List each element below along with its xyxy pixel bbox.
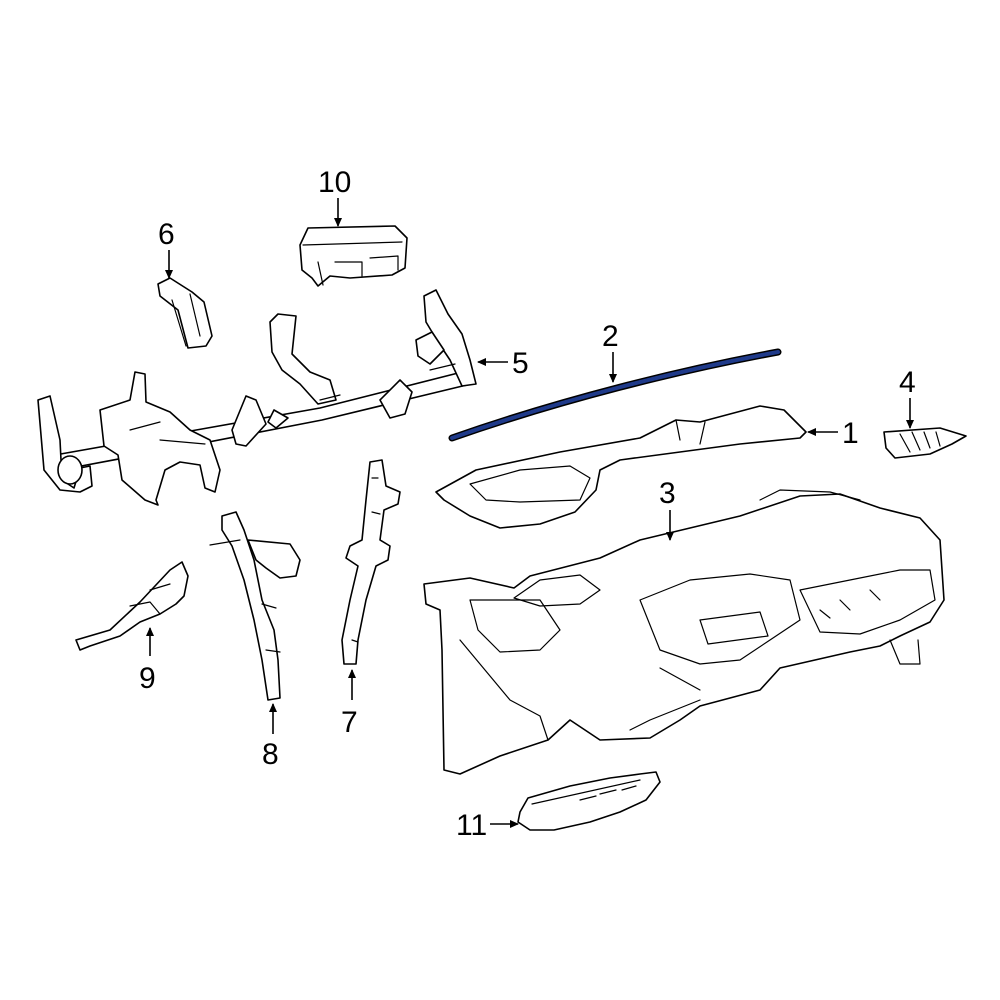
callout-label-3: 3 [659,477,676,510]
callout-label-7: 7 [341,706,358,739]
part-9-bracket[interactable] [75,561,189,651]
part-6-bracket[interactable] [157,277,213,349]
part-11-switch-panel[interactable] [517,771,661,831]
callout-label-10: 10 [318,166,351,199]
callout-5: 5 [477,347,529,380]
part-4-vent[interactable] [883,427,967,459]
callout-6: 6 [158,218,175,279]
part-2-seal[interactable] [448,348,782,442]
callout-11: 11 [456,809,519,842]
callout-label-8: 8 [262,738,279,771]
callout-label-11: 11 [456,809,487,842]
callout-3: 3 [659,477,676,541]
part-1-upper-panel[interactable] [435,405,807,529]
callout-label-1: 1 [842,417,859,450]
callout-label-5: 5 [512,347,529,380]
callout-7: 7 [341,669,358,739]
callout-label-4: 4 [899,366,916,399]
callout-8: 8 [262,703,279,771]
callout-label-9: 9 [139,662,156,695]
callout-10: 10 [318,166,351,227]
callout-label-6: 6 [158,218,175,251]
part-7-brace[interactable] [341,459,401,665]
part-5-cross-car-beam[interactable] [37,289,477,506]
part-10-airbag-module[interactable] [299,225,408,287]
part-3-instrument-panel[interactable] [423,489,945,775]
part-8-brace[interactable] [209,511,301,701]
callout-2: 2 [602,320,619,383]
callout-1: 1 [807,417,859,450]
callout-label-2: 2 [602,320,619,353]
callout-4: 4 [899,366,916,429]
callout-9: 9 [139,627,156,695]
